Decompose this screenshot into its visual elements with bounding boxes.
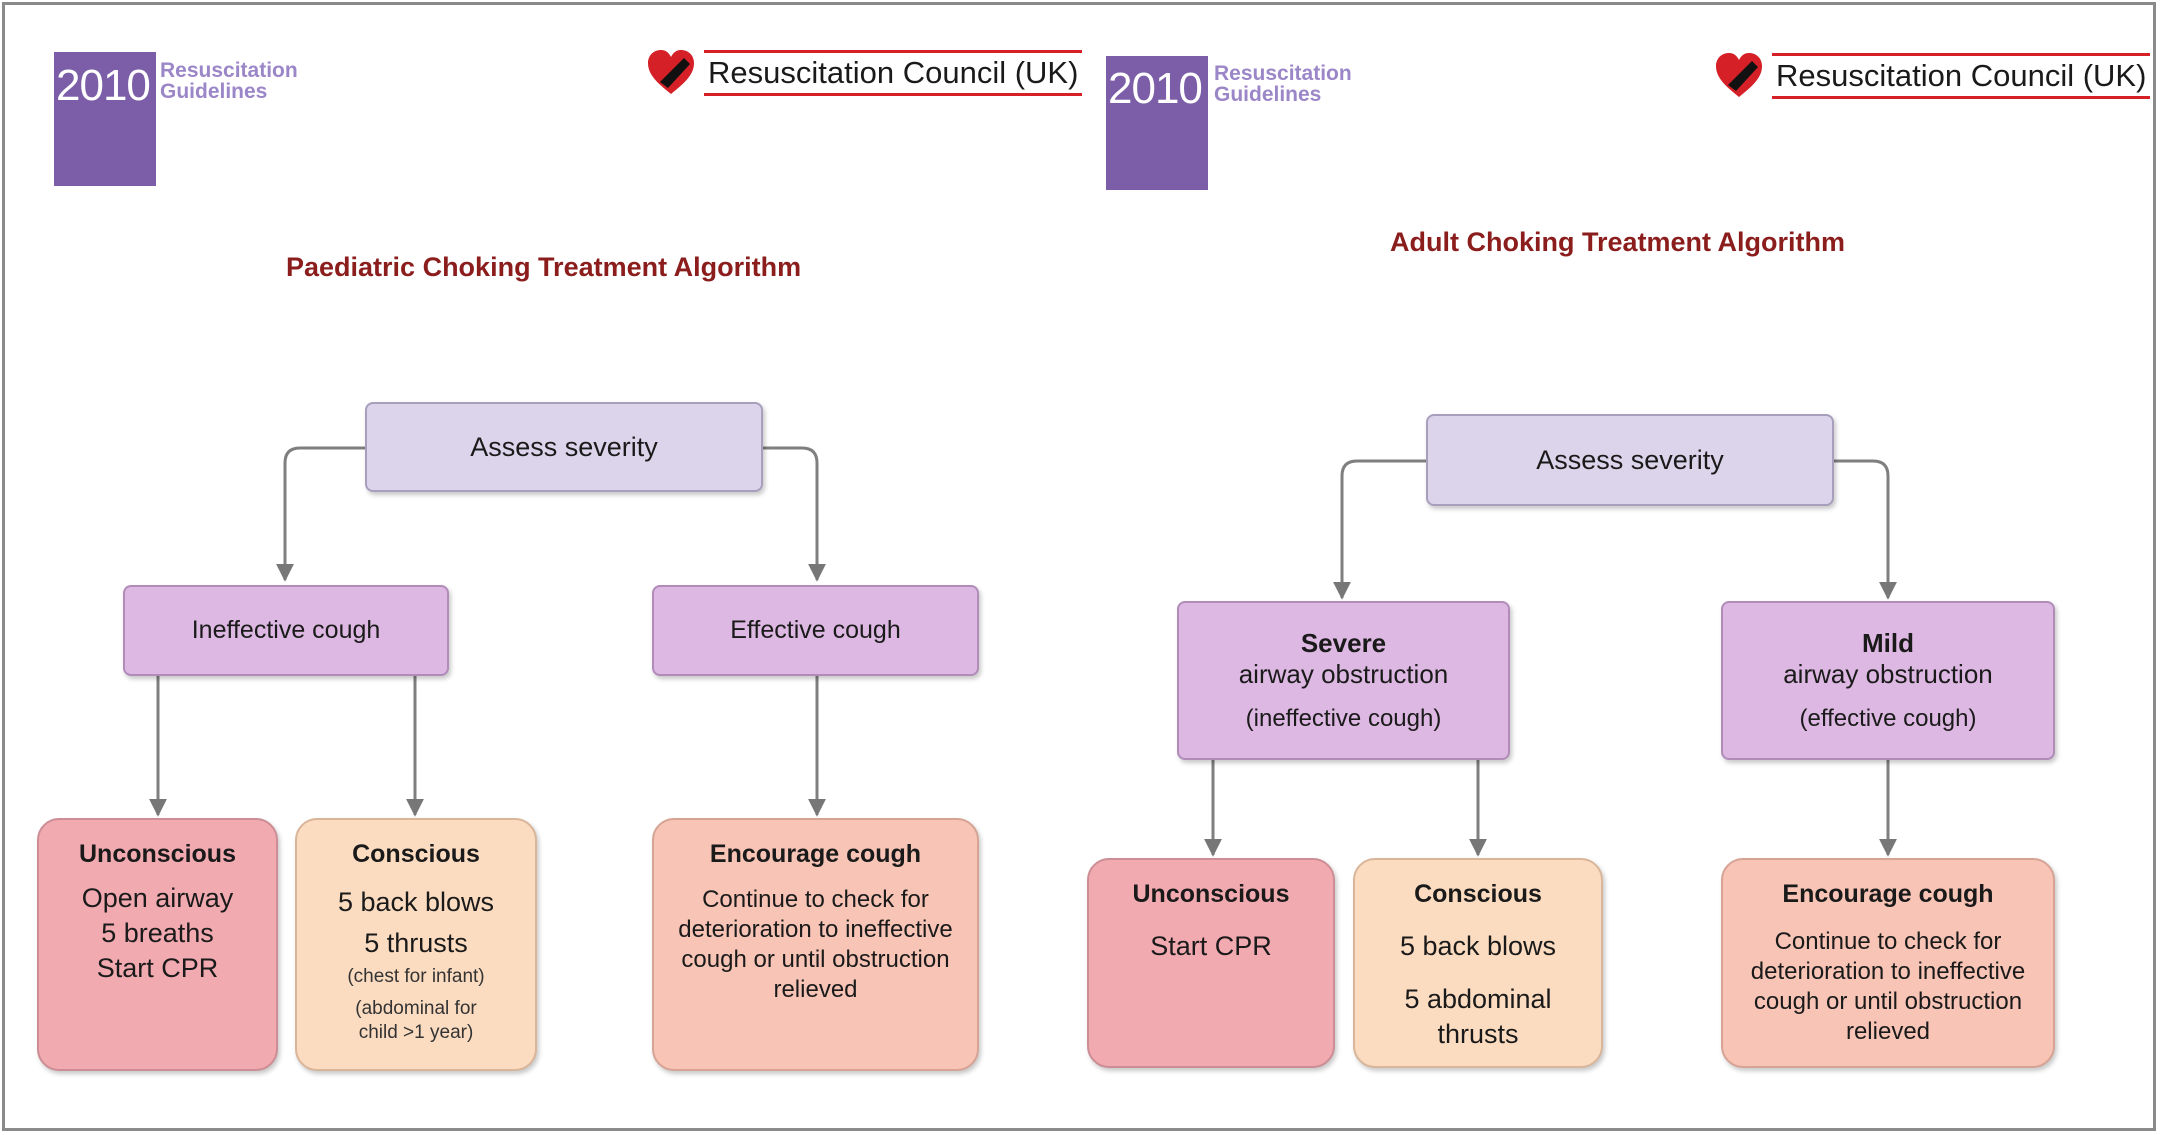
conscious-heading: Conscious [1414,880,1542,908]
mild-heading: Mild [1862,627,1914,658]
encourage-cough-line: Continue to check for [1774,928,2002,955]
severe-line: airway obstruction [1238,658,1449,689]
logo-text-line2: Guidelines [1214,83,1322,106]
arrow-assess-to-mild [1834,459,1897,600]
arrow-assess-to-severe [1333,459,1426,600]
unconscious-heading: Unconscious [79,840,236,868]
ineffective-cough-box: Ineffective cough [123,585,449,676]
heart-icon [648,50,694,94]
conscious-note: (abdominal for [355,998,477,1019]
mild-line: airway obstruction [1783,658,1993,689]
page-title: Paediatric Choking Treatment Algorithm [286,252,802,282]
encourage-cough-line: cough or until obstruction [681,946,950,973]
adult-panel: 2010 Resuscitation Guidelines Resuscitat… [1080,0,2162,1135]
severe-obstruction-box: Severe airway obstruction (ineffective c… [1177,601,1510,760]
guidelines-logo-block [1106,56,1208,190]
encourage-cough-line: deterioration to ineffective [1750,958,2026,985]
unconscious-line: Open airway [81,883,234,913]
encourage-cough-line: relieved [1845,1018,1931,1045]
encourage-cough-heading: Encourage cough [1782,880,1994,908]
encourage-cough-line: deterioration to ineffective [678,916,953,943]
effective-cough-label: Effective cough [730,616,901,644]
logo-year: 2010 [1108,64,1203,113]
mild-line: (effective cough) [1799,704,1977,732]
conscious-box: Conscious 5 back blows 5 thrusts (chest … [295,818,537,1071]
encourage-cough-line: relieved [773,976,858,1003]
unconscious-heading: Unconscious [1132,880,1290,908]
conscious-note: (chest for infant) [347,966,485,987]
conscious-note: child >1 year) [358,1022,474,1043]
encourage-cough-box: Encourage cough Continue to check for de… [652,818,979,1071]
unconscious-line: 5 breaths [101,918,214,948]
council-logo: Resuscitation Council (UK) [1714,51,2151,101]
unconscious-line: Start CPR [1150,931,1272,961]
conscious-box: Conscious 5 back blows 5 abdominal thrus… [1353,858,1603,1068]
conscious-heading: Conscious [352,840,480,868]
encourage-cough-line: cough or until obstruction [1753,988,2023,1015]
conscious-line: 5 back blows [337,887,495,917]
mild-obstruction-box: Mild airway obstruction (effective cough… [1721,601,2055,760]
conscious-line: 5 back blows [1399,931,1557,961]
logo-text-line1: Resuscitation [160,59,298,82]
unconscious-box: Unconscious Open airway 5 breaths Start … [37,818,278,1071]
encourage-cough-line: Continue to check for [702,886,929,913]
conscious-line: 5 thrusts [364,928,468,958]
severe-line: (ineffective cough) [1245,704,1442,732]
assess-severity-label: Assess severity [470,431,658,462]
ineffective-cough-label: Ineffective cough [191,616,381,644]
council-name: Resuscitation Council (UK) [704,50,1083,96]
assess-severity-box: Assess severity [365,402,763,492]
effective-cough-box: Effective cough [652,585,979,676]
severe-heading: Severe [1300,627,1387,658]
unconscious-line: Start CPR [96,953,219,983]
paediatric-panel: 2010 Resuscitation Guidelines Resuscitat… [0,0,1083,1135]
logo-year: 2010 [56,61,151,110]
conscious-line: thrusts [1437,1019,1519,1049]
arrow-assess-to-effective [763,446,826,582]
arrow-assess-to-ineffective [276,446,365,582]
conscious-line: 5 abdominal [1404,984,1552,1014]
logo-text-line2: Guidelines [160,80,268,103]
encourage-cough-heading: Encourage cough [709,840,922,868]
council-logo: Resuscitation Council (UK) [646,48,1083,98]
encourage-cough-box: Encourage cough Continue to check for de… [1721,858,2055,1068]
heart-icon [1716,53,1762,97]
assess-severity-label: Assess severity [1536,444,1724,475]
unconscious-box: Unconscious Start CPR [1087,858,1335,1068]
guidelines-logo-block [54,52,156,186]
council-name: Resuscitation Council (UK) [1772,53,2151,99]
logo-text-line1: Resuscitation [1214,62,1352,85]
assess-severity-box: Assess severity [1426,414,1834,506]
page-title: Adult Choking Treatment Algorithm [1390,227,1845,257]
